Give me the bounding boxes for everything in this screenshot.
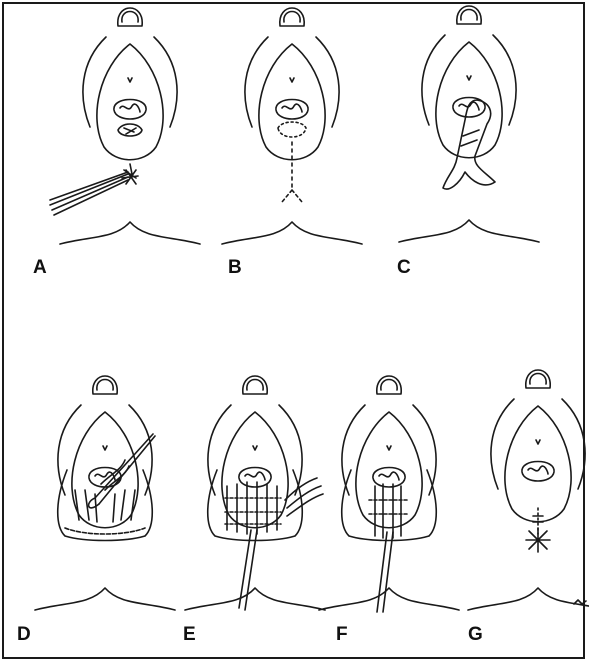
- needle-driver-instrument: [377, 532, 393, 612]
- laser-beam: [50, 172, 128, 215]
- panel-a-drawing: [50, 8, 200, 244]
- suture-threads: [285, 478, 323, 516]
- panel-e-drawing: [185, 376, 325, 610]
- panel-g-drawing: [468, 370, 589, 610]
- panel-f-drawing: [319, 376, 459, 612]
- panel-label-a: A: [33, 258, 47, 277]
- panel-label-b: B: [228, 258, 242, 277]
- panel-label-c: C: [397, 258, 411, 277]
- panel-d-drawing: [35, 376, 175, 610]
- panel-c-drawing: [399, 6, 539, 242]
- panel-b-drawing: [222, 8, 362, 244]
- panel-label-d: D: [17, 625, 31, 644]
- panel-label-e: E: [183, 625, 196, 644]
- panel-label-f: F: [336, 625, 348, 644]
- panel-label-g: G: [468, 625, 483, 644]
- needle-driver-instrument: [89, 434, 155, 508]
